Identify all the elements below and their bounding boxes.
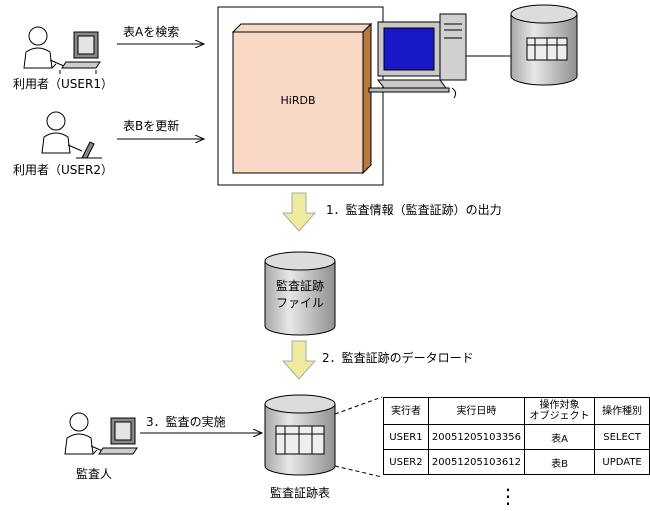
step3-label: 3．監査の実施 bbox=[146, 414, 226, 429]
table-header-row: 実行者 実行日時 操作対象 オブジェクト 操作種別 bbox=[383, 397, 650, 425]
audit-table-cylinder bbox=[264, 394, 336, 476]
audit-file-label-line2: ファイル bbox=[276, 296, 324, 310]
audit-trail-table: 実行者 実行日時 操作対象 オブジェクト 操作種別 USER1 20051205… bbox=[383, 397, 650, 475]
user1-label: 利用者（USER1） bbox=[13, 77, 113, 91]
hirdb-box bbox=[231, 22, 373, 175]
auditor-person-icon bbox=[64, 412, 138, 455]
step2-arrow bbox=[281, 340, 317, 380]
callout-line-bottom bbox=[334, 465, 383, 478]
database-icon bbox=[510, 4, 578, 86]
step1-label: 1．監査情報（監査証跡）の出力 bbox=[326, 202, 502, 217]
cell-operation-type: UPDATE bbox=[594, 449, 650, 475]
audit-table-label: 監査証跡表 bbox=[270, 485, 330, 500]
update-table-b-label: 表Bを更新 bbox=[123, 118, 179, 133]
audit-file-label-line1: 監査証跡 bbox=[276, 278, 324, 293]
step1-arrow bbox=[281, 192, 317, 232]
header-executor: 実行者 bbox=[383, 397, 429, 425]
table-row: USER2 20051205103612 表B UPDATE bbox=[383, 449, 650, 475]
search-table-a-label: 表Aを検索 bbox=[123, 25, 179, 39]
header-operation-type: 操作種別 bbox=[594, 397, 650, 425]
cell-execution-time: 20051205103356 bbox=[427, 424, 525, 450]
header-target-object: 操作対象 オブジェクト bbox=[523, 397, 596, 425]
step2-label: 2．監査証跡のデータロード bbox=[322, 350, 474, 365]
table-row: USER1 20051205103356 表A SELECT bbox=[383, 424, 650, 450]
header-execution-time: 実行日時 bbox=[427, 397, 525, 425]
user2-person-icon bbox=[41, 111, 102, 159]
cell-operation-type: SELECT bbox=[594, 424, 650, 450]
cell-executor: USER2 bbox=[383, 449, 429, 475]
user2-label: 利用者（USER2） bbox=[13, 163, 113, 177]
callout-line-top bbox=[334, 396, 383, 415]
computer-icon bbox=[368, 13, 467, 99]
user1-person-icon bbox=[23, 26, 101, 74]
cell-target-object: 表B bbox=[523, 449, 596, 475]
audit-file-cylinder bbox=[264, 251, 336, 336]
auditor-label: 監査人 bbox=[76, 466, 112, 481]
hirdb-label: HiRDB bbox=[281, 94, 316, 107]
cell-executor: USER1 bbox=[383, 424, 429, 450]
cell-execution-time: 20051205103612 bbox=[427, 449, 525, 475]
cell-target-object: 表A bbox=[523, 424, 596, 450]
table-continuation: ⋮ bbox=[498, 484, 518, 508]
